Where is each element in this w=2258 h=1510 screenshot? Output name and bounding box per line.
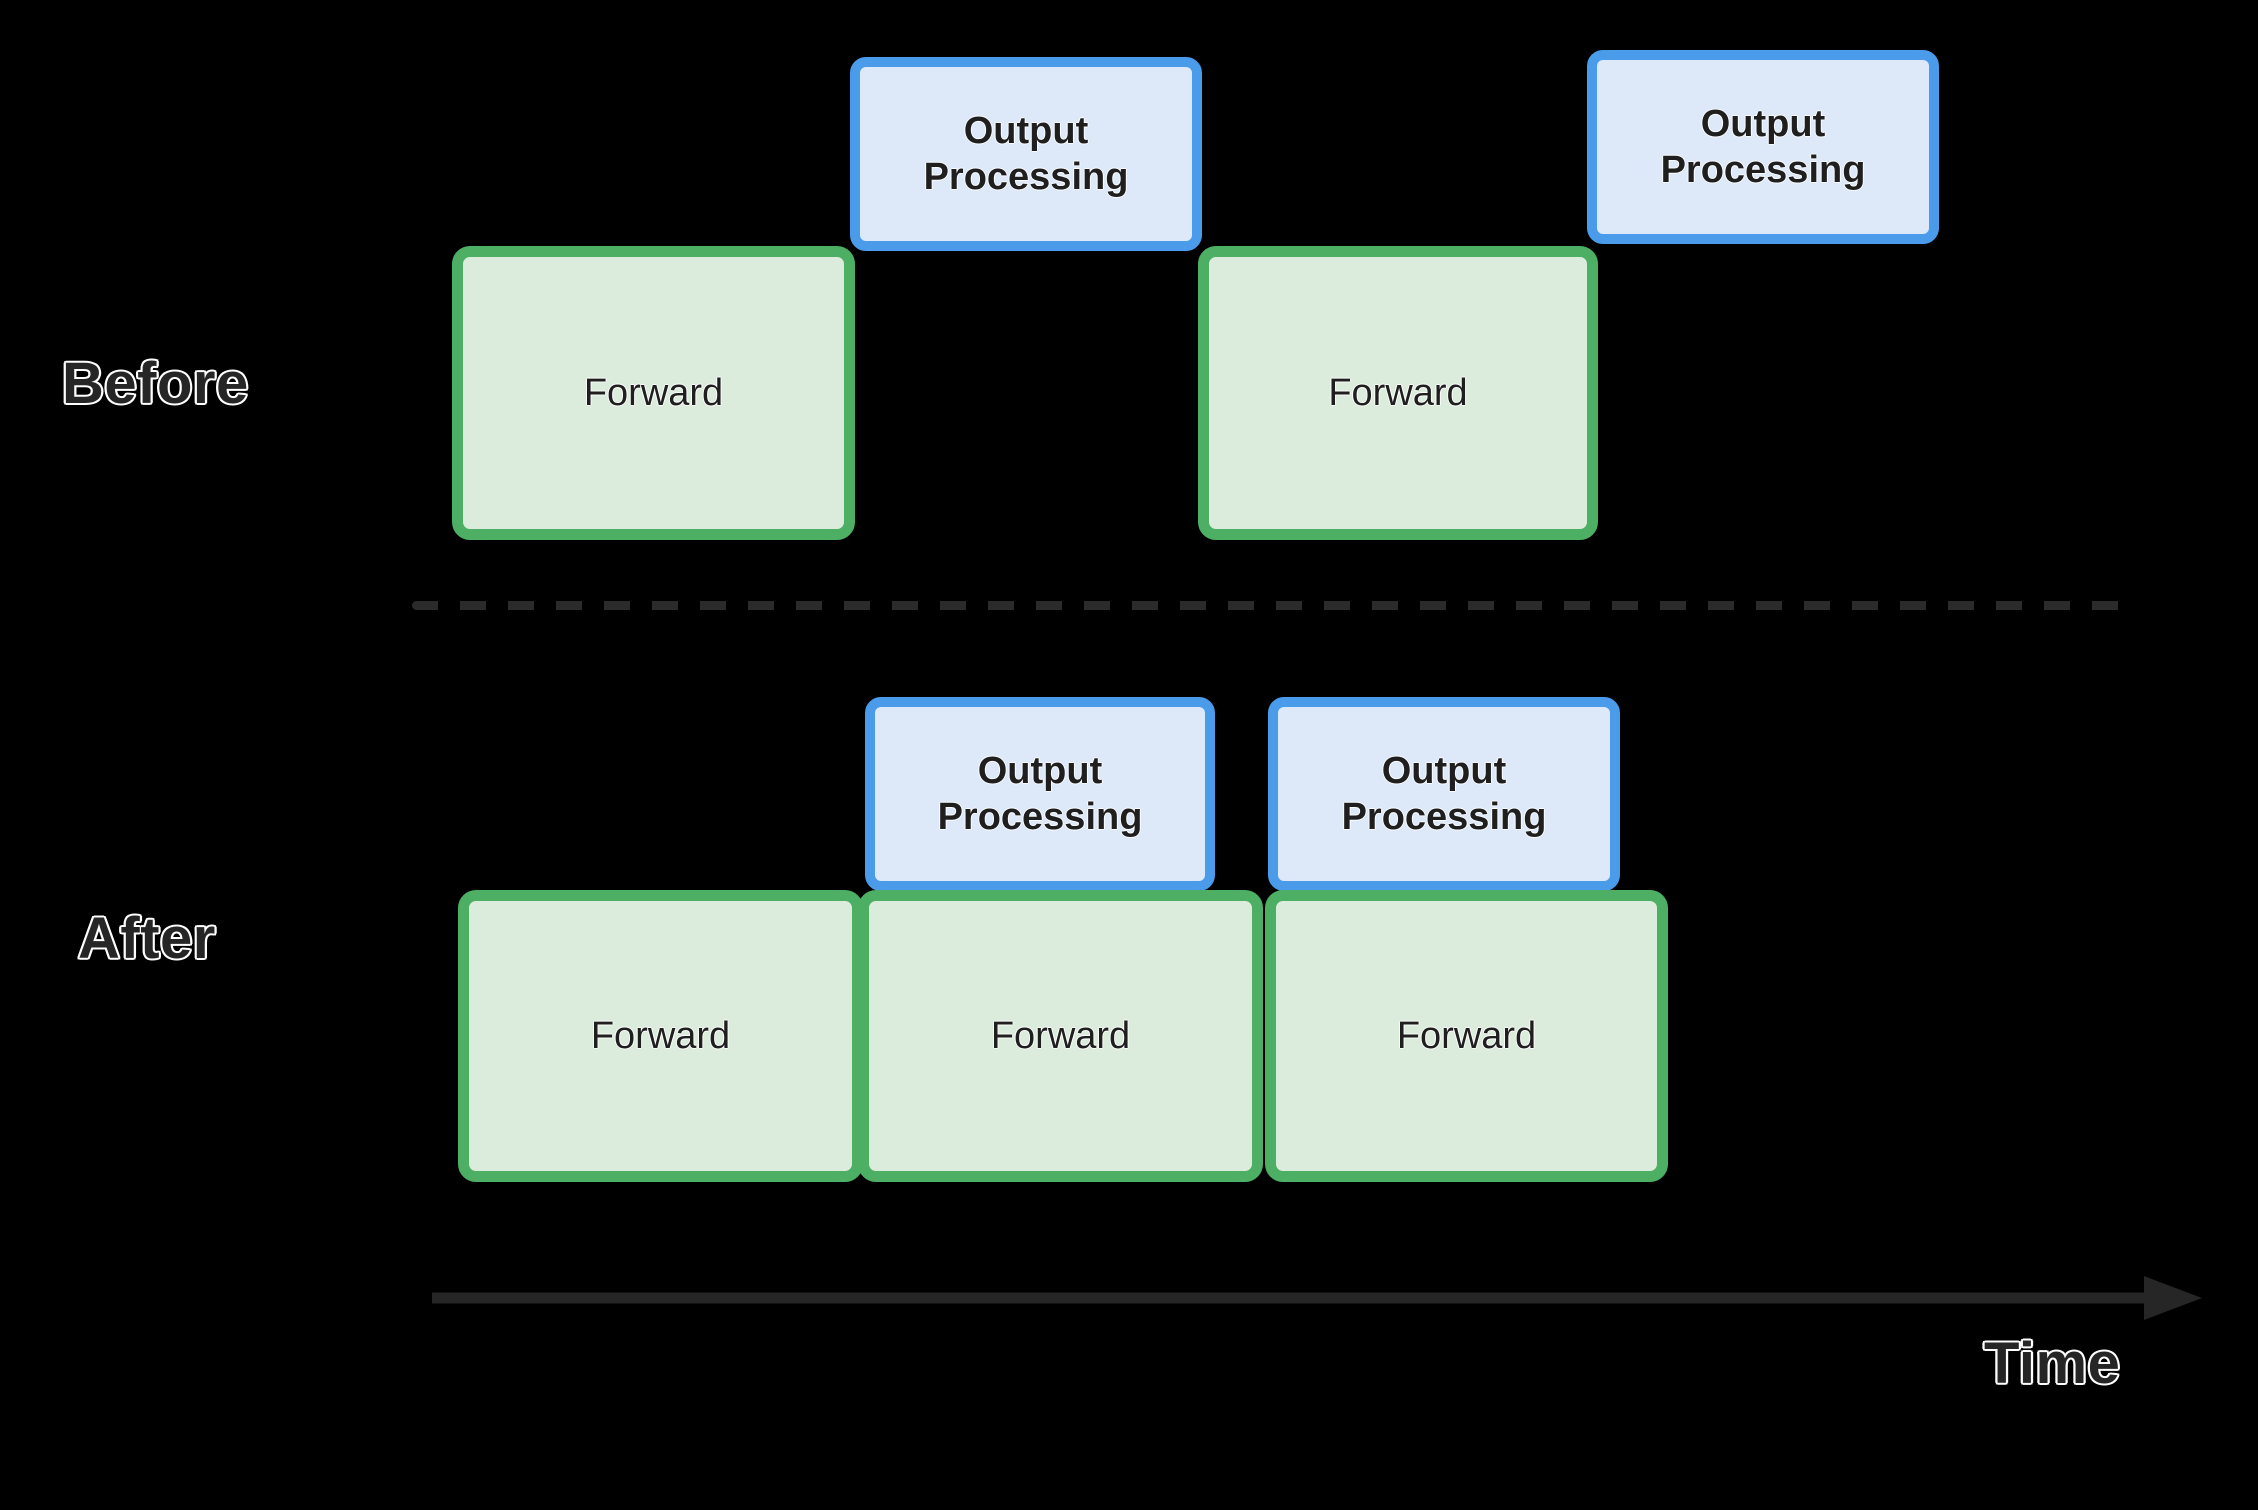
- after-forward-block-1: Forward: [458, 890, 863, 1182]
- after-forward-label-1: Forward: [590, 1014, 731, 1057]
- output-label-line2: Processing: [923, 156, 1129, 198]
- before-forward-block-2: Forward: [1198, 246, 1598, 540]
- before-forward-label-1: Forward: [583, 371, 724, 414]
- before-output-processing-block-2: Output Processing: [1587, 50, 1939, 244]
- arrowhead-icon: [2144, 1276, 2202, 1320]
- before-forward-block-1: Forward: [452, 246, 855, 540]
- after-forward-label-2: Forward: [990, 1014, 1131, 1057]
- before-output-processing-label-2: Output Processing: [1661, 101, 1866, 194]
- time-axis-label: Time: [1982, 1331, 2121, 1396]
- before-forward-label-2: Forward: [1328, 371, 1468, 414]
- row-label-before: Before: [61, 351, 250, 416]
- after-output-processing-block-2: Output Processing: [1268, 697, 1620, 891]
- time-axis-arrow: [432, 1276, 2202, 1320]
- output-label-line1: Output: [977, 749, 1103, 792]
- output-label-line1: Output: [963, 109, 1089, 152]
- before-output-processing-label-1: Output Processing: [924, 108, 1129, 201]
- after-output-processing-label-1: Output Processing: [938, 748, 1143, 841]
- after-output-processing-label-2: Output Processing: [1342, 748, 1547, 841]
- output-label-line2: Processing: [1660, 149, 1866, 191]
- after-forward-label-3: Forward: [1396, 1014, 1537, 1057]
- after-output-processing-block-1: Output Processing: [865, 697, 1215, 891]
- before-output-processing-block-1: Output Processing: [850, 57, 1202, 251]
- output-label-line1: Output: [1700, 102, 1826, 145]
- output-label-line1: Output: [1381, 749, 1507, 792]
- output-label-line2: Processing: [937, 796, 1143, 838]
- after-forward-block-2: Forward: [858, 890, 1263, 1182]
- after-forward-block-3: Forward: [1265, 890, 1668, 1182]
- row-label-after: After: [77, 906, 217, 971]
- output-label-line2: Processing: [1341, 796, 1547, 838]
- section-divider: [412, 601, 2130, 610]
